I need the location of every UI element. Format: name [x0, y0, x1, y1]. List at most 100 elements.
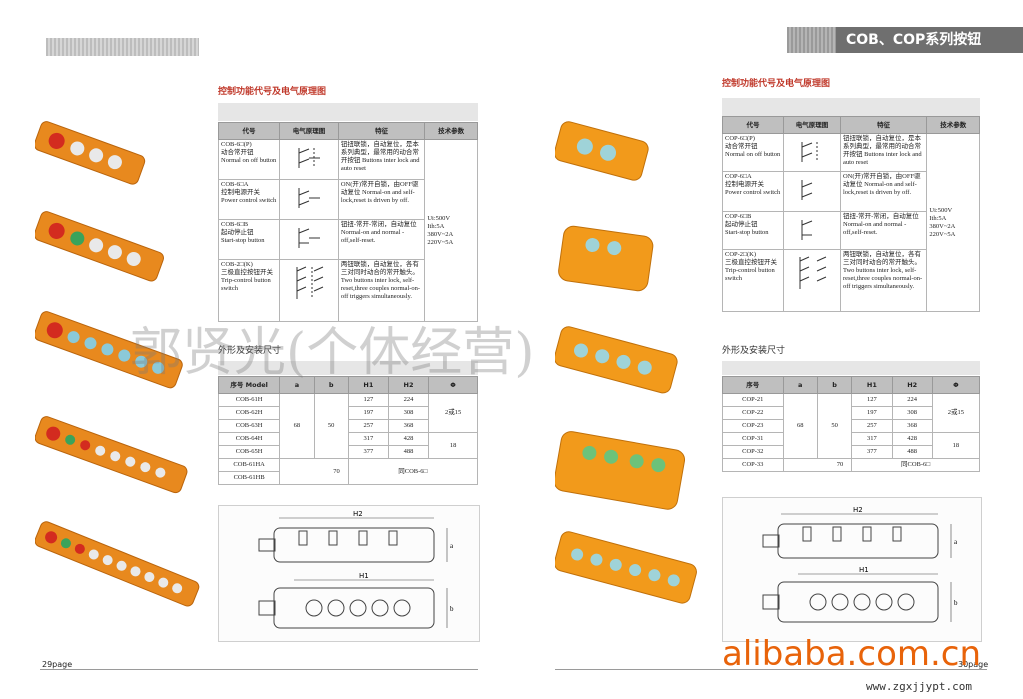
model-cell: COB-62H: [217, 406, 281, 420]
model-cell: COP-31: [722, 432, 784, 446]
b-cell: 50: [816, 393, 853, 459]
tech-param: 220V~5A: [929, 230, 956, 238]
col-code: 代号: [217, 122, 281, 140]
right-dims-title: 外形及安装尺寸: [722, 346, 786, 356]
dim-label-h2: H2: [853, 506, 863, 514]
left-function-title: 控制功能代号及电气原理图: [218, 87, 327, 97]
col-tech: 技术参数: [424, 122, 478, 140]
model-cn: 起动停止钮: [725, 221, 758, 228]
col-feature: 特征: [839, 116, 928, 134]
h1-cell: 127: [347, 393, 389, 407]
col-b: b: [313, 376, 349, 394]
model-cell: COB-61HA: [217, 458, 281, 472]
right-page-number: 30page: [958, 660, 989, 669]
h1-cell: 127: [851, 393, 893, 407]
model-cn: 控制电源开关: [725, 181, 764, 188]
h1-cell: 197: [347, 406, 389, 420]
h2-cell: 224: [891, 393, 933, 407]
same-as-cell: 同COB-6□: [851, 458, 980, 472]
col-b: b: [816, 376, 853, 394]
table-row: COB-61HB: [217, 471, 478, 485]
h2-cell: 488: [387, 445, 430, 459]
h2-cell: 428: [891, 432, 933, 446]
feature-text: 钮扭联锁，自动复位，是本系列典型，最常用的动合常开按钮 Buttons inte…: [337, 139, 426, 180]
h2-cell: 308: [891, 406, 933, 420]
feature-text: 两钮联锁，自动复位，各有三对同时动合的常开触头。 Two buttons int…: [337, 259, 426, 322]
model-code: COP-6□(P): [725, 135, 755, 142]
dim-label-a: a: [450, 542, 454, 550]
circuit-symbol-icon: [801, 220, 813, 240]
col-code: 代号: [722, 116, 784, 134]
h1-cell: 377: [851, 445, 893, 459]
circuit-symbol-icon: [298, 148, 320, 168]
model-cell: COP-23: [722, 419, 784, 433]
h1-cell: 317: [851, 432, 893, 446]
left-footer-line: [40, 669, 478, 670]
dim-label-h1: H1: [359, 572, 369, 580]
cop-housing-4: [555, 431, 686, 510]
col-phi: Φ: [428, 376, 478, 394]
same-as-cell: 同COB-6□: [347, 458, 479, 485]
circuit-symbol-icon: [801, 142, 818, 162]
h2-cell: 368: [891, 419, 933, 433]
dim-label-h2: H2: [353, 510, 363, 518]
phi-cell: 18: [931, 432, 981, 459]
tech-param: 220V~5A: [427, 238, 454, 246]
h2-cell: 488: [891, 445, 933, 459]
left-product-photos: [35, 121, 200, 607]
col-model: 序号 Model: [217, 376, 281, 394]
model-cn: 控制电源开关: [221, 189, 260, 196]
h1-cell: 257: [851, 419, 893, 433]
dim-label-b: b: [450, 605, 454, 613]
col-h1: H1: [851, 376, 893, 394]
h1-cell: 377: [347, 445, 389, 459]
h2-cell: 368: [387, 419, 430, 433]
right-product-photos: [555, 121, 697, 604]
tech-param: 380V~2A: [427, 230, 454, 238]
site-url: www.zgxjjypt.com: [866, 680, 972, 693]
right-function-title: 控制功能代号及电气原理图: [722, 79, 831, 89]
col-a: a: [279, 376, 315, 394]
model-en: Normal on off button: [725, 151, 781, 158]
model-en: Start-stop button: [725, 229, 769, 236]
circuit-symbol-icon: [298, 188, 320, 208]
model-cell: COB-61H: [217, 393, 281, 407]
left-dims-grey-bar: [218, 361, 478, 375]
left-dims-title: 外形及安装尺寸: [218, 346, 282, 356]
model-cn: 动合常开钮: [221, 149, 254, 156]
a-cell: 68: [782, 393, 818, 459]
circuit-symbol-icon: [801, 180, 813, 200]
feature-text: 两钮联锁，自动复位，各有三对同时动合的常开触头。 Two buttons int…: [839, 249, 928, 312]
a-cell: 68: [279, 393, 315, 459]
tech-param: Ith:5A: [929, 214, 947, 222]
model-code: COP-2□(K): [725, 251, 757, 258]
watermark-text: 郭贤光(个体经营): [130, 323, 535, 383]
feature-text: ON(开)常开自锁，由OFF驱动复位 Normal-on and self-lo…: [839, 171, 928, 212]
col-h2: H2: [891, 376, 933, 394]
cop-housing-2: [558, 225, 654, 292]
feature-text: 钮扭联锁，自动复位，是本系列典型，最常用的动合常开按钮 Buttons inte…: [839, 133, 928, 172]
feature-text: 钮扭-常开-常闭，自动复位 Normal-on and normal -off,…: [839, 211, 928, 250]
model-code: COB-6□(P): [221, 141, 252, 148]
model-code: COB-6□B: [221, 221, 249, 228]
cop-housing-5: [555, 531, 697, 604]
model-en: Start-stop button: [221, 237, 265, 244]
tech-param: Ui:500V: [929, 206, 953, 214]
dim-label-b: b: [954, 599, 958, 607]
right-func-grey-bar: [722, 98, 980, 116]
h1-cell: 317: [347, 432, 389, 446]
series-title: COB、COP系列按钮: [836, 27, 1023, 53]
col-h2: H2: [387, 376, 430, 394]
